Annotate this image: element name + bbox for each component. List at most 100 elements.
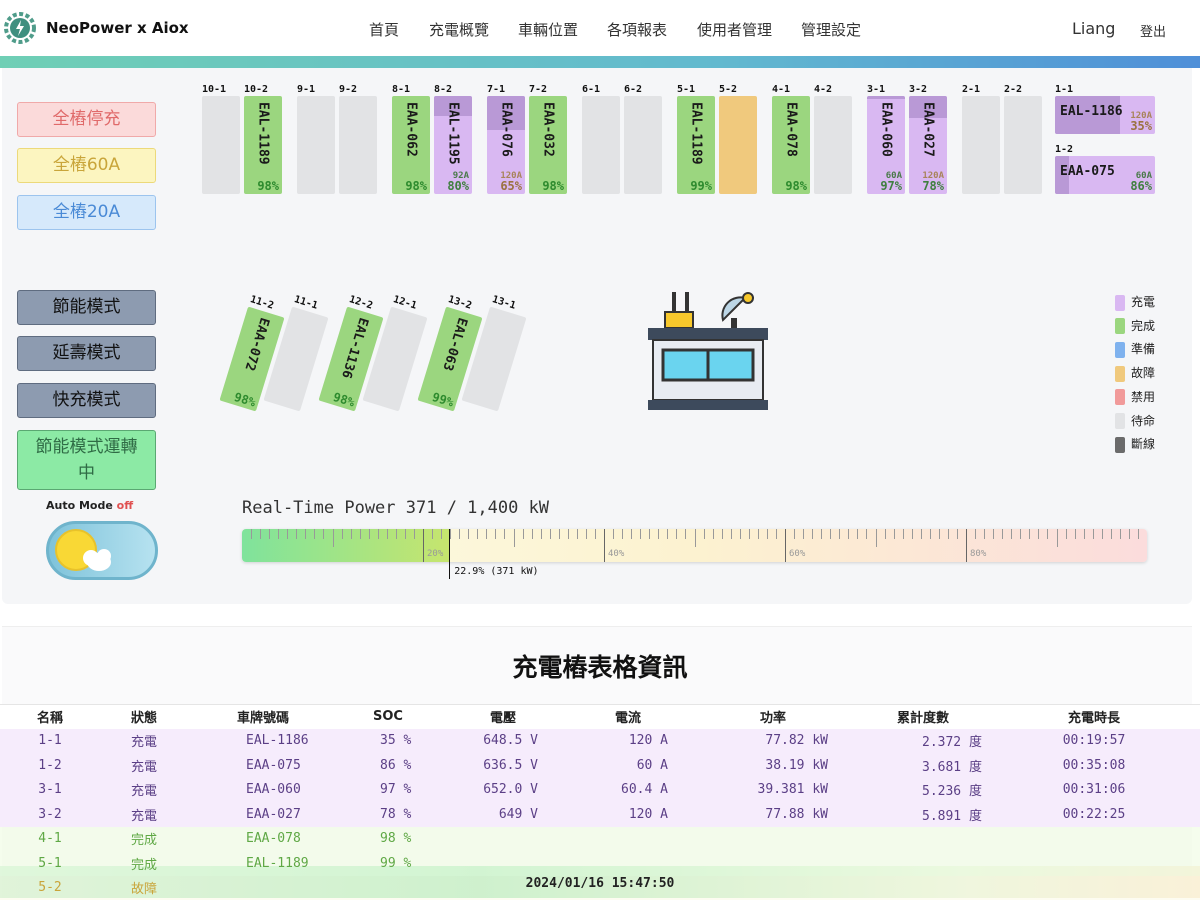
table-cell: 98 % bbox=[338, 827, 438, 852]
table-cell: 1-2 bbox=[0, 753, 100, 778]
nav-reports[interactable]: 各項報表 bbox=[607, 19, 667, 40]
gauge-tick bbox=[432, 529, 433, 539]
logout-link[interactable]: 登出 bbox=[1140, 21, 1166, 40]
soc-value: 98% bbox=[542, 179, 564, 193]
table-cell: 故障 bbox=[100, 876, 188, 900]
gauge-tick bbox=[966, 529, 967, 562]
gauge-tick bbox=[1084, 529, 1085, 539]
gauge-tick bbox=[604, 529, 605, 562]
legend-label: 禁用 bbox=[1131, 390, 1155, 404]
eco-mode-button[interactable]: 節能模式 bbox=[17, 290, 156, 325]
plate-number: EAA-060 bbox=[879, 102, 894, 157]
top-nav: NeoPower x Aiox 首頁 充電概覽 車輛位置 各項報表 使用者管理 … bbox=[0, 0, 1200, 56]
charger-slot-6-2[interactable] bbox=[624, 96, 662, 194]
charger-slot-4-2[interactable] bbox=[814, 96, 852, 194]
table-cell: 39.381 kW bbox=[688, 778, 858, 803]
gauge-tick bbox=[586, 529, 587, 539]
soc-value: 80% bbox=[447, 179, 469, 193]
legend-swatch bbox=[1115, 366, 1125, 382]
plate-number: EAL-063 bbox=[439, 316, 469, 373]
gauge-tick bbox=[812, 529, 813, 539]
table-cell: 4-1 bbox=[0, 827, 100, 852]
logo-gear-bolt-icon bbox=[4, 12, 36, 44]
gauge-tick bbox=[785, 529, 786, 562]
charger-label: 9-1 bbox=[297, 84, 315, 95]
gauge-tick bbox=[885, 529, 886, 539]
gauge-tick bbox=[984, 529, 985, 539]
charger-label: 3-2 bbox=[909, 84, 927, 95]
gauge-tick bbox=[251, 529, 252, 539]
table-cell: EAA-078 bbox=[188, 827, 338, 852]
gauge-tick bbox=[930, 529, 931, 539]
charger-slot-10-1[interactable] bbox=[202, 96, 240, 194]
table-cell: 86 % bbox=[338, 753, 438, 778]
charger-slot-9-2[interactable] bbox=[339, 96, 377, 194]
nav-home[interactable]: 首頁 bbox=[369, 19, 399, 40]
gauge-tick bbox=[713, 529, 714, 539]
eco-mode-running-status: 節能模式運轉中 bbox=[17, 430, 156, 490]
plate-number: EAA-076 bbox=[499, 102, 514, 157]
longevity-mode-button[interactable]: 延壽模式 bbox=[17, 336, 156, 371]
gauge-tick bbox=[323, 529, 324, 539]
gauge-tick bbox=[1002, 529, 1003, 539]
all-60a-button[interactable]: 全樁60A bbox=[17, 148, 156, 183]
gauge-tick bbox=[803, 529, 804, 539]
charger-slot-2-2[interactable] bbox=[1004, 96, 1042, 194]
charger-label: 10-1 bbox=[202, 84, 226, 95]
table-cell: 120 A bbox=[568, 802, 688, 827]
nav-vehicle-location[interactable]: 車輛位置 bbox=[518, 19, 578, 40]
plate-number: EAA-062 bbox=[404, 102, 419, 157]
charger-slot-5-2[interactable] bbox=[719, 96, 757, 194]
gauge-tick bbox=[1047, 529, 1048, 539]
all-20a-button[interactable]: 全樁20A bbox=[17, 195, 156, 230]
gauge-tick bbox=[351, 529, 352, 539]
gauge-tick bbox=[658, 529, 659, 539]
gauge-tick bbox=[450, 529, 451, 539]
all-stop-button[interactable]: 全樁停充 bbox=[17, 102, 156, 137]
gauge-tick bbox=[441, 529, 442, 539]
power-marker bbox=[449, 529, 450, 579]
auto-mode-toggle[interactable] bbox=[46, 521, 158, 580]
gauge-tick bbox=[1138, 529, 1139, 539]
column-header: 充電時長 bbox=[988, 705, 1200, 729]
nav-admin-settings[interactable]: 管理設定 bbox=[801, 19, 861, 40]
charger-slot-2-1[interactable] bbox=[962, 96, 1000, 194]
legend-swatch bbox=[1115, 318, 1125, 334]
gauge-tick bbox=[866, 529, 867, 539]
table-cell: 3.681 度 bbox=[858, 753, 988, 778]
table-cell: 99 % bbox=[338, 851, 438, 876]
auto-mode-state: off bbox=[117, 499, 133, 512]
brand-name: NeoPower x Aiox bbox=[46, 19, 189, 37]
legend-swatch bbox=[1115, 389, 1125, 405]
gauge-tick bbox=[459, 529, 460, 539]
gauge-tick bbox=[758, 529, 759, 539]
charger-label: 1-1 bbox=[1055, 84, 1073, 95]
gauge-tick-label: 20% bbox=[427, 549, 443, 559]
table-cell bbox=[438, 876, 568, 900]
user-name[interactable]: Liang bbox=[1072, 19, 1115, 38]
fast-charge-mode-button[interactable]: 快充模式 bbox=[17, 383, 156, 418]
charger-slot-9-1[interactable] bbox=[297, 96, 335, 194]
nav-charging-overview[interactable]: 充電概覽 bbox=[429, 19, 489, 40]
table-cell bbox=[338, 876, 438, 900]
charger-slot-6-1[interactable] bbox=[582, 96, 620, 194]
nav-user-management[interactable]: 使用者管理 bbox=[697, 19, 772, 40]
